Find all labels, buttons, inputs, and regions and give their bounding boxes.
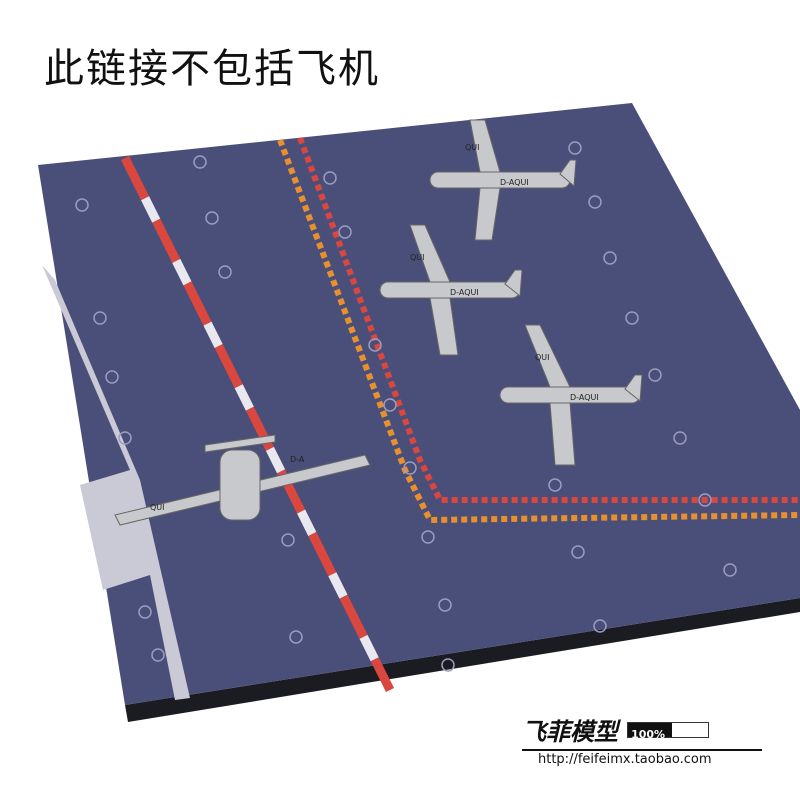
markers [75,141,737,672]
aircraft-marking: QUI [150,503,165,512]
aircraft-registration: D-AQUI [500,178,529,187]
watermark-logo: 飞菲模型 100% http://feifeimx.taobao.com [522,712,792,767]
page-title: 此链接不包括飞机 [44,46,380,92]
aircraft-labels: D-AQUI D-AQUI D-AQUI D-A QUI QUI QUI QUI [150,143,599,512]
aircraft-marking: QUI [465,143,480,152]
aircraft-registration: D-AQUI [450,288,479,297]
progress-bar: 100% [627,721,710,741]
runway-edge-stripe [120,155,395,693]
apron-white-area [42,265,190,700]
board [38,103,800,705]
taxiway-line-2 [297,136,800,503]
aircraft-model [114,119,643,526]
aircraft-marking: QUI [535,353,550,362]
board-edge [125,598,800,722]
shop-url: http://feifeimx.taobao.com [538,752,712,767]
aircraft-registration: D-AQUI [570,393,599,402]
logo-divider [522,749,762,751]
progress-label: 100% [631,727,666,741]
aircraft-marking: QUI [410,253,425,262]
marker-icon [75,141,737,672]
aircraft-registration: D-A [290,455,305,464]
progress-fill [628,722,673,737]
logo-name: 飞菲模型 [522,718,618,746]
taxiway-line-1 [277,138,800,524]
